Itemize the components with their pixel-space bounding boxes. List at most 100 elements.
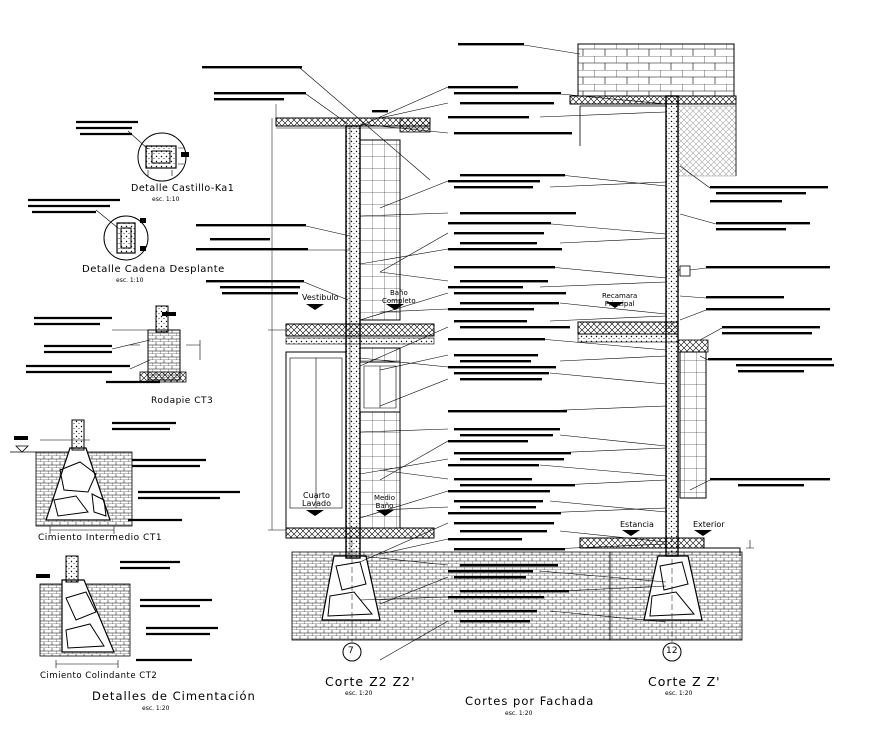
annotation-bar <box>738 370 804 373</box>
leader-line <box>699 327 723 341</box>
annotation-bar <box>220 286 300 289</box>
room-vestibulo: Vestibulo <box>302 293 339 302</box>
leader-line <box>559 530 667 543</box>
leader-line <box>359 596 449 601</box>
leader-line <box>359 212 449 217</box>
leader-line <box>379 180 449 209</box>
annotation-bar <box>460 620 530 623</box>
leader-line <box>539 111 667 118</box>
leader-line <box>549 92 667 105</box>
annotation-bar <box>448 570 533 573</box>
title-cimiento-intermedio: Cimiento Intermedio CT1 <box>38 533 163 543</box>
annotation-bar <box>210 238 270 241</box>
annotation-bar <box>460 434 553 437</box>
annotation-bar <box>738 484 804 487</box>
annotation-bar <box>454 452 571 455</box>
leader-line <box>549 181 667 188</box>
title-detalles-cimentacion: Detalles de Cimentación <box>92 689 256 703</box>
leader-line <box>679 165 711 189</box>
leader-line <box>679 213 717 225</box>
leader-line <box>559 237 667 244</box>
annotation-bar <box>448 286 523 289</box>
annotation-bar <box>736 364 834 367</box>
leader-line <box>379 538 449 555</box>
room-cuarto-lavado: Cuarto Lavado <box>302 491 331 508</box>
leader-line <box>549 610 667 623</box>
annotation-bar <box>454 132 572 135</box>
leader-line <box>559 302 667 315</box>
leader-line <box>559 355 667 362</box>
leader-line <box>539 507 667 514</box>
annotation-bar <box>460 242 537 245</box>
leader-line <box>379 232 449 273</box>
annotation-bar <box>448 440 528 443</box>
leader-line <box>523 44 581 55</box>
annotation-bar <box>206 280 304 283</box>
leader-line <box>359 458 449 475</box>
annotation-bar <box>722 332 812 335</box>
annotation-bar <box>196 248 308 251</box>
annotation-bar <box>448 308 534 311</box>
leader-line <box>305 225 351 237</box>
annotation-bar <box>460 174 565 177</box>
leader-line <box>359 428 449 433</box>
room-bano-completo: Baño Completo <box>382 289 416 305</box>
detail-cadena <box>28 198 149 261</box>
annotation-bar <box>214 98 284 101</box>
leader-line <box>559 479 667 486</box>
annotation-bar <box>448 222 551 225</box>
annotation-bar <box>454 354 538 357</box>
section-z2 <box>268 104 611 662</box>
annotation-bar <box>706 296 784 299</box>
leader-line <box>539 222 667 235</box>
annotation-bar <box>454 92 561 95</box>
title-cimiento-colindante: Cimiento Colindante CT2 <box>40 671 158 681</box>
annotation-bar <box>454 428 560 431</box>
annotation-bar <box>454 576 526 579</box>
annotation-bar <box>460 280 548 283</box>
detail-cimiento-intermedio <box>10 419 240 534</box>
leader-line <box>549 266 667 279</box>
annotation-bar <box>454 372 549 375</box>
annotation-bar <box>460 326 570 329</box>
detail-rodapie <box>26 305 201 384</box>
leader-line <box>679 295 707 299</box>
leader-line <box>689 267 707 271</box>
title-detalle-castillo: Detalle Castillo-Ka1 <box>131 183 235 194</box>
annotation-bar <box>448 512 561 515</box>
annotation-bar <box>716 222 810 225</box>
annotation-bar <box>722 326 820 329</box>
annotation-bar <box>454 500 543 503</box>
title-detalle-cadena: Detalle Cadena Desplante <box>82 264 225 275</box>
leader-line <box>379 354 449 371</box>
annotation-bar <box>460 506 536 509</box>
annotation-bar <box>448 464 539 467</box>
annotation-bar <box>460 564 558 567</box>
leader-line <box>549 500 667 513</box>
annotation-bar <box>222 292 298 295</box>
leader-line <box>379 378 449 407</box>
leader-line <box>559 434 667 447</box>
room-exterior: Exterior <box>693 520 725 529</box>
annotation-bar <box>460 302 559 305</box>
leader-lines <box>299 44 723 661</box>
leader-line <box>539 281 667 288</box>
leader-line <box>359 123 449 134</box>
leader-line <box>559 585 667 592</box>
annotation-bar <box>710 186 828 189</box>
annotation-bar <box>454 548 565 551</box>
annotation-bar <box>448 366 556 369</box>
annotation-bar <box>454 186 533 189</box>
detail-cimiento-colindante <box>36 555 218 668</box>
leader-line <box>559 174 667 187</box>
scale-castillo: esc. 1:10 <box>152 196 180 203</box>
detail-castillo <box>76 120 189 182</box>
annotation-bar <box>448 248 562 251</box>
leader-line <box>539 464 667 477</box>
leader-line <box>379 308 449 313</box>
scale-cadena: esc. 1:10 <box>116 277 144 284</box>
annotation-bar <box>196 224 306 227</box>
annotation-bar <box>460 378 542 381</box>
annotation-bar <box>454 610 537 613</box>
annotation-bar <box>214 92 306 95</box>
